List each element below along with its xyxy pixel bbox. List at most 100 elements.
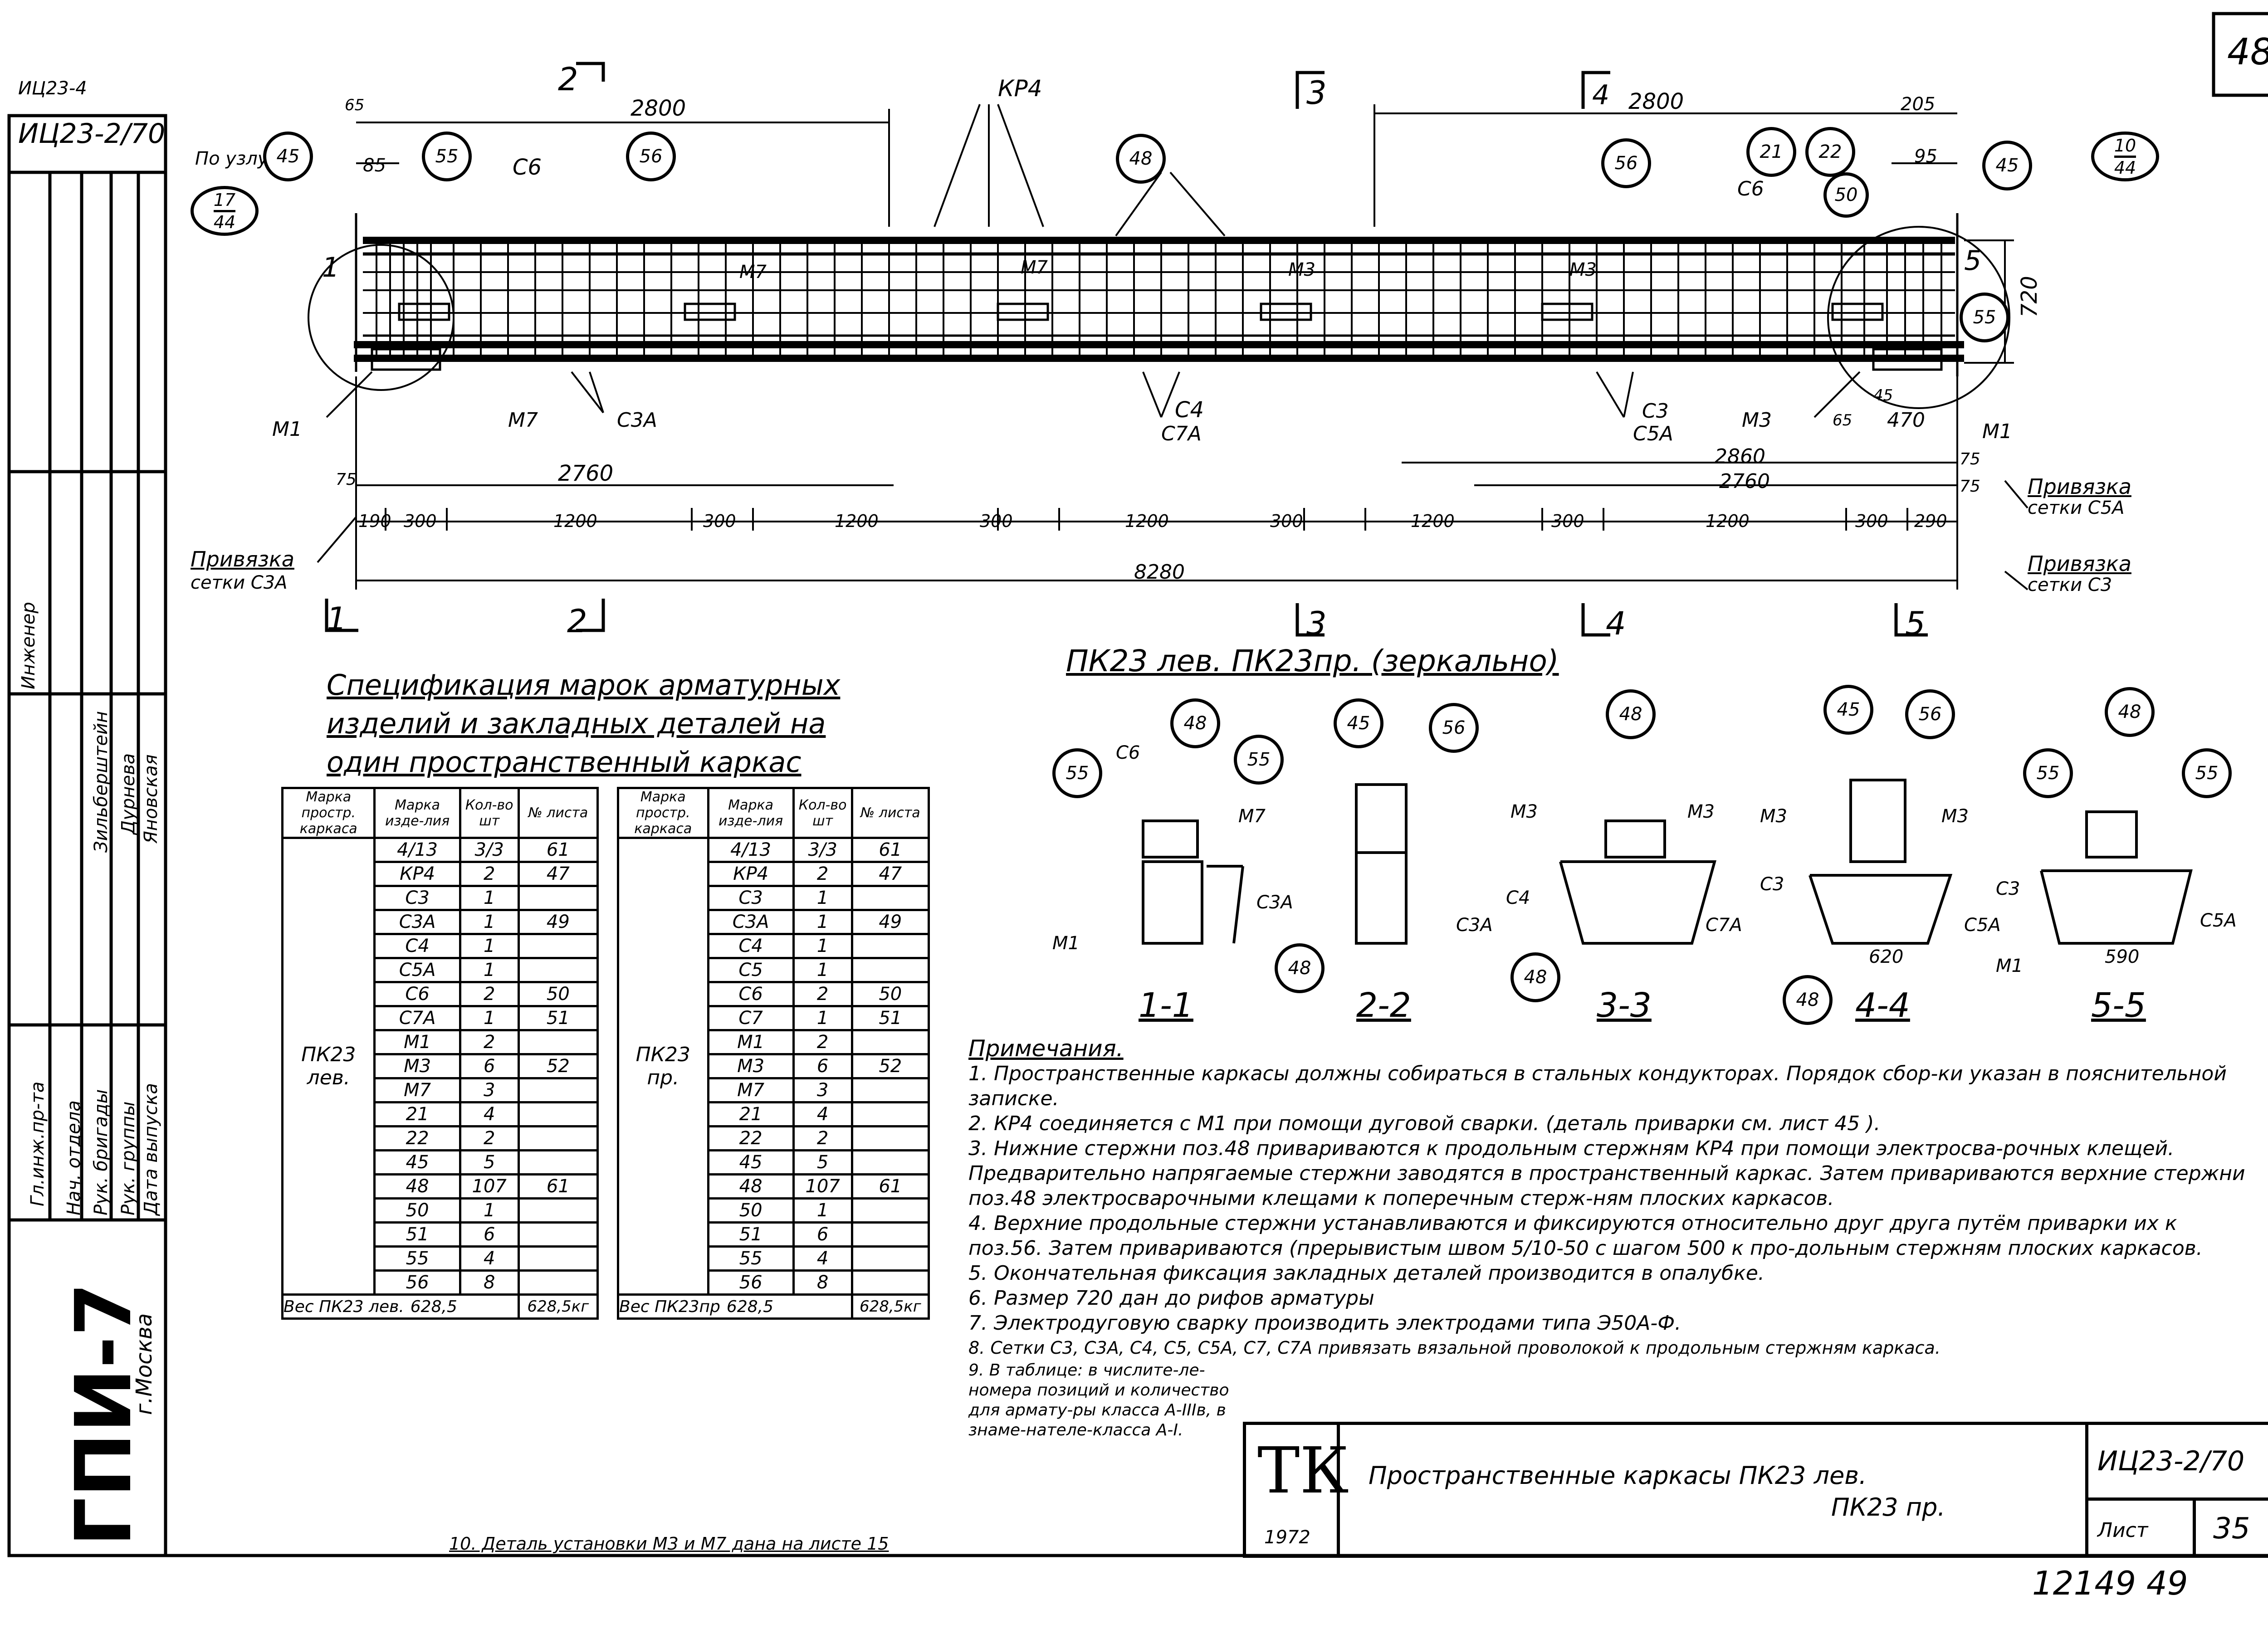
label-c5a: С5А xyxy=(1633,422,1673,445)
spec-cell: 51 xyxy=(517,1005,599,1031)
spec-cell xyxy=(517,933,599,959)
spec-cell xyxy=(517,885,599,911)
s2-bubble-48: 48 xyxy=(1275,943,1325,993)
s5-m1: М1 xyxy=(1996,956,2023,976)
spec-cell xyxy=(850,933,930,959)
spec-cell xyxy=(517,1269,599,1296)
spec-cell: 1 xyxy=(792,1197,853,1224)
spec-cell: С6 xyxy=(707,981,795,1007)
spec-cell: 50 xyxy=(517,981,599,1007)
note-8: 8. Сетки С3, С3А, С4, С5, С5А, С7, С7А п… xyxy=(968,1338,1941,1358)
s1-m1: М1 xyxy=(1052,933,1080,954)
spec-cell: 6 xyxy=(792,1053,853,1079)
section-mark-4-top: 4 xyxy=(1592,79,1610,111)
section-name-4: 4-4 xyxy=(1855,986,1910,1025)
dim-720: 720 xyxy=(2017,276,2042,317)
seg-300-1: 300 xyxy=(404,511,437,531)
dim-75-b: 75 xyxy=(1960,450,1980,468)
dim-2760-left: 2760 xyxy=(558,461,614,486)
spec-cell: 3 xyxy=(792,1077,853,1103)
spec-cell: 1 xyxy=(459,957,520,983)
spec-cell: 2 xyxy=(792,981,853,1007)
dim-2760-right: 2760 xyxy=(1719,470,1770,493)
note-5: 5. Окончательная фиксация закладных дета… xyxy=(968,1262,1765,1285)
title-sheet-label: Лист xyxy=(2097,1519,2148,1542)
spec-cell: 1 xyxy=(459,933,520,959)
label-c3a-bottom: С3А xyxy=(617,409,657,432)
dim-95: 95 xyxy=(1914,146,1937,167)
bubble-50: 50 xyxy=(1823,172,1869,218)
spec-cell: 49 xyxy=(517,909,599,935)
spec-cell: 50 xyxy=(707,1197,795,1224)
s1-c3a: С3А xyxy=(1256,892,1293,913)
spec-cell: 8 xyxy=(792,1269,853,1296)
label-45: 45 xyxy=(1873,386,1893,405)
section-mark-3-top: 3 xyxy=(1306,74,1327,112)
dim-75-a: 75 xyxy=(336,470,357,489)
spec-cell: 2 xyxy=(792,861,853,887)
note-4: 4. Верхние продольные стержни устанавлив… xyxy=(968,1212,2203,1260)
spec-cell xyxy=(517,1149,599,1176)
fraction-bubble-right: 10 44 xyxy=(2091,132,2159,181)
bubble-45-left: 45 xyxy=(263,132,313,181)
spec-cell: 1 xyxy=(459,885,520,911)
dim-2800-right: 2800 xyxy=(1628,89,1684,114)
note-2: 2. КР4 соединяется с М1 при помощи дугов… xyxy=(968,1112,1881,1135)
s1-bubble-55b: 55 xyxy=(1234,735,1284,785)
embed-m7-1 xyxy=(398,302,450,321)
spec-cell: 6 xyxy=(459,1221,520,1248)
beam-elevation xyxy=(308,62,2028,637)
label-c3: С3 xyxy=(1642,400,1669,423)
spec-cell: 51 xyxy=(373,1221,461,1248)
section-mark-3-bottom: 3 xyxy=(1306,605,1327,642)
spec-cell xyxy=(850,1269,930,1296)
spec-cell: 21 xyxy=(373,1101,461,1127)
label-m3-a: М3 xyxy=(1288,259,1315,280)
spec-cell: 61 xyxy=(517,1173,599,1200)
fraction-left-num: 17 xyxy=(213,190,236,212)
s1-bubble-48: 48 xyxy=(1170,698,1220,748)
section-mark-5-bottom: 5 xyxy=(1905,605,1926,642)
spec-cell: 1 xyxy=(792,957,853,983)
spec-cell: 6 xyxy=(459,1053,520,1079)
dim-205: 205 xyxy=(1901,94,1936,115)
spec-weight-value: 628,5 xyxy=(410,1297,457,1316)
spec-cell: 107 xyxy=(792,1173,853,1200)
seg-300-6: 300 xyxy=(1855,511,1888,531)
title-series-cell: ИЦ23-2/70 Лист 35 xyxy=(2085,1425,2268,1558)
label-m1-left: М1 xyxy=(272,418,302,441)
spec-cell: С3А xyxy=(373,909,461,935)
spec-cell: 51 xyxy=(850,1005,930,1031)
spec-cell: 4/13 xyxy=(373,837,461,863)
tie-right-bottom-2: сетки С3 xyxy=(2028,575,2112,595)
section-name-5: 5-5 xyxy=(2091,986,2146,1025)
spec-header-cell: Марка изде-лия xyxy=(373,787,461,839)
s5-dim-590: 590 xyxy=(2105,946,2140,967)
seg-1200-3: 1200 xyxy=(1125,511,1169,531)
tie-right-top-2: сетки С5А xyxy=(2028,498,2125,518)
dim-2860: 2860 xyxy=(1715,445,1765,468)
s5-c3: С3 xyxy=(1996,878,2020,899)
label-m3-bottom: М3 xyxy=(1742,409,1772,432)
sidebar-role-4: Дата выпуска xyxy=(141,1083,161,1215)
title-logo-cell: ТК 1972 xyxy=(1246,1425,1349,1558)
label-m7-a: М7 xyxy=(739,262,767,283)
section-mark-2-top: 2 xyxy=(558,61,578,98)
spec-cell: 49 xyxy=(850,909,930,935)
sidebar-role-1: Нач. отдела xyxy=(64,1100,84,1215)
spec-header-cell: № листа xyxy=(850,787,930,839)
spec-cell: 2 xyxy=(792,1029,853,1055)
spec-cell xyxy=(850,1221,930,1248)
label-c6-right: С6 xyxy=(1737,177,1764,200)
corner-number-box xyxy=(2212,12,2268,97)
